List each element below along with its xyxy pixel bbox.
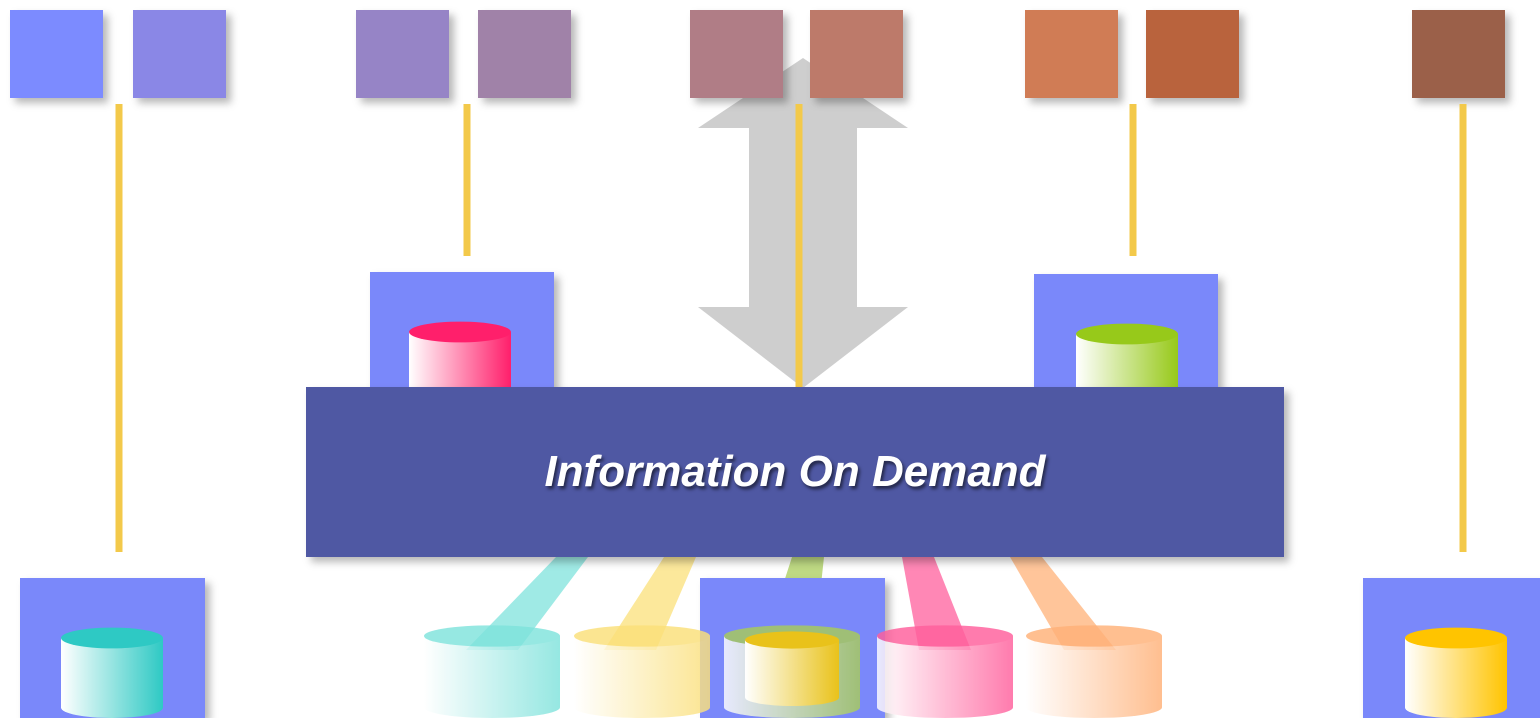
top-squares	[10, 10, 1505, 98]
database-icon-bottom-5	[1026, 625, 1162, 718]
top-square-1	[10, 10, 103, 98]
top-square-2	[133, 10, 226, 98]
database-icon-bottom-left	[61, 627, 163, 718]
top-square-4	[478, 10, 571, 98]
connectors	[115, 104, 1467, 552]
database-icon-bottom-4	[877, 625, 1013, 718]
database-icon-bottom-1	[424, 625, 560, 718]
database-icon-bottom-right	[1405, 627, 1507, 718]
top-square-7	[1025, 10, 1118, 98]
top-square-5	[690, 10, 783, 98]
top-square-8	[1146, 10, 1239, 98]
top-square-3	[356, 10, 449, 98]
bidirectional-arrow	[698, 58, 908, 388]
bottom-databases	[424, 625, 1162, 718]
top-square-6	[810, 10, 903, 98]
database-icon-bottom-inner	[745, 631, 839, 706]
information-on-demand-banner	[306, 387, 1284, 557]
top-square-9	[1412, 10, 1505, 98]
database-icon-bottom-2	[574, 625, 710, 718]
